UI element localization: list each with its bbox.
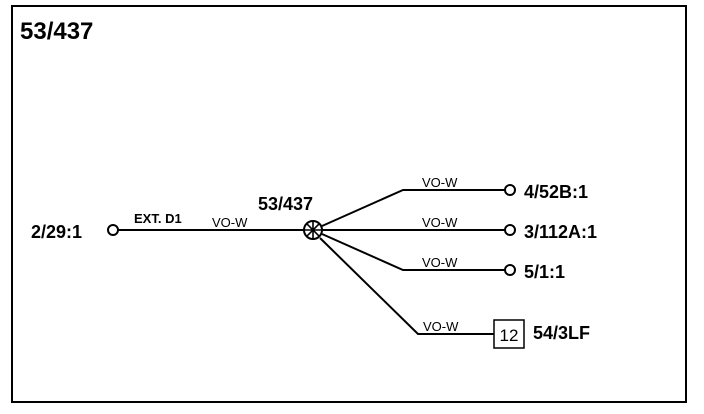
connector-wire bbox=[319, 237, 494, 335]
branch-1-wire bbox=[321, 189, 505, 227]
connector-wire-color: VO-W bbox=[423, 319, 459, 334]
connector-branch: VO-W 12 54/3LF bbox=[319, 237, 590, 349]
branch-3: VO-W 5/1:1 bbox=[321, 233, 565, 282]
splice-icon bbox=[303, 220, 323, 240]
branch-3-wire bbox=[321, 233, 505, 271]
branch-3-terminal bbox=[504, 264, 516, 276]
branch-2: VO-W 3/112A:1 bbox=[322, 215, 597, 242]
branch-1-wire-color: VO-W bbox=[422, 175, 458, 190]
branch-3-wire-color: VO-W bbox=[422, 255, 458, 270]
source-terminal bbox=[107, 224, 119, 236]
branch-1-terminal bbox=[504, 184, 516, 196]
splice-label: 53/437 bbox=[258, 194, 313, 214]
connector-pin-number: 12 bbox=[500, 326, 519, 345]
diagram-title: 53/437 bbox=[20, 18, 93, 45]
branch-2-wire-color: VO-W bbox=[422, 215, 458, 230]
branch-1: VO-W 4/52B:1 bbox=[321, 175, 588, 227]
diagram-frame bbox=[11, 5, 687, 403]
source-wire-color: VO-W bbox=[212, 215, 248, 230]
source-terminal-label: 2/29:1 bbox=[31, 222, 82, 242]
connector-label: 54/3LF bbox=[533, 323, 590, 343]
branch-2-terminal-label: 3/112A:1 bbox=[524, 222, 597, 242]
branch-2-terminal bbox=[504, 224, 516, 236]
branch-1-terminal-label: 4/52B:1 bbox=[524, 182, 588, 202]
connector-pin-box bbox=[493, 319, 525, 349]
branch-3-terminal-label: 5/1:1 bbox=[524, 262, 565, 282]
source-wire-tag: EXT. D1 bbox=[134, 211, 182, 226]
